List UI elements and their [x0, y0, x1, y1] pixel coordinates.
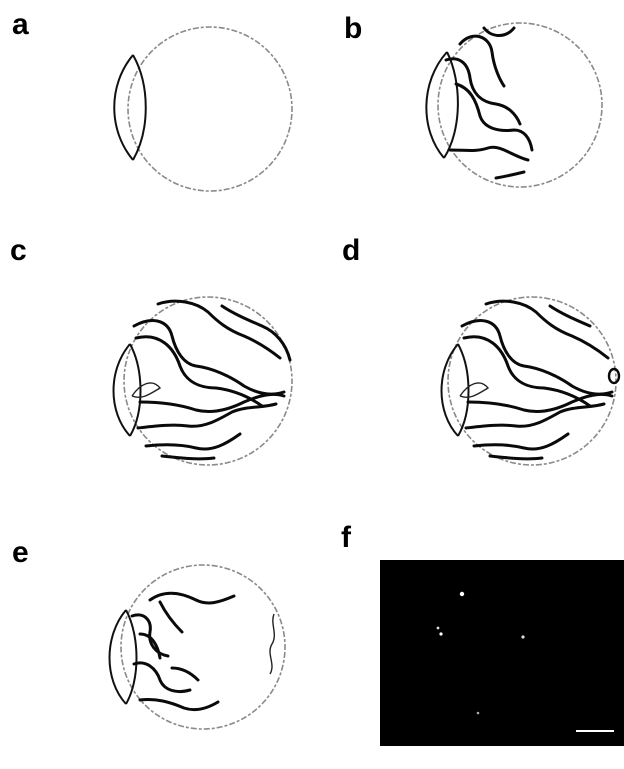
speck — [477, 712, 480, 715]
micrograph-panel-f — [380, 560, 624, 746]
eye-diagram-e — [110, 565, 286, 729]
speck — [521, 635, 524, 638]
speck — [439, 632, 442, 635]
micrograph-specks — [380, 560, 624, 746]
eye-diagram-d — [442, 297, 620, 465]
scale-bar — [576, 730, 614, 732]
eye-diagram-b — [426, 23, 602, 187]
eye-diagram-a — [114, 27, 292, 191]
eye-diagram-c — [114, 297, 293, 465]
speck — [437, 627, 440, 630]
speck — [460, 592, 464, 596]
